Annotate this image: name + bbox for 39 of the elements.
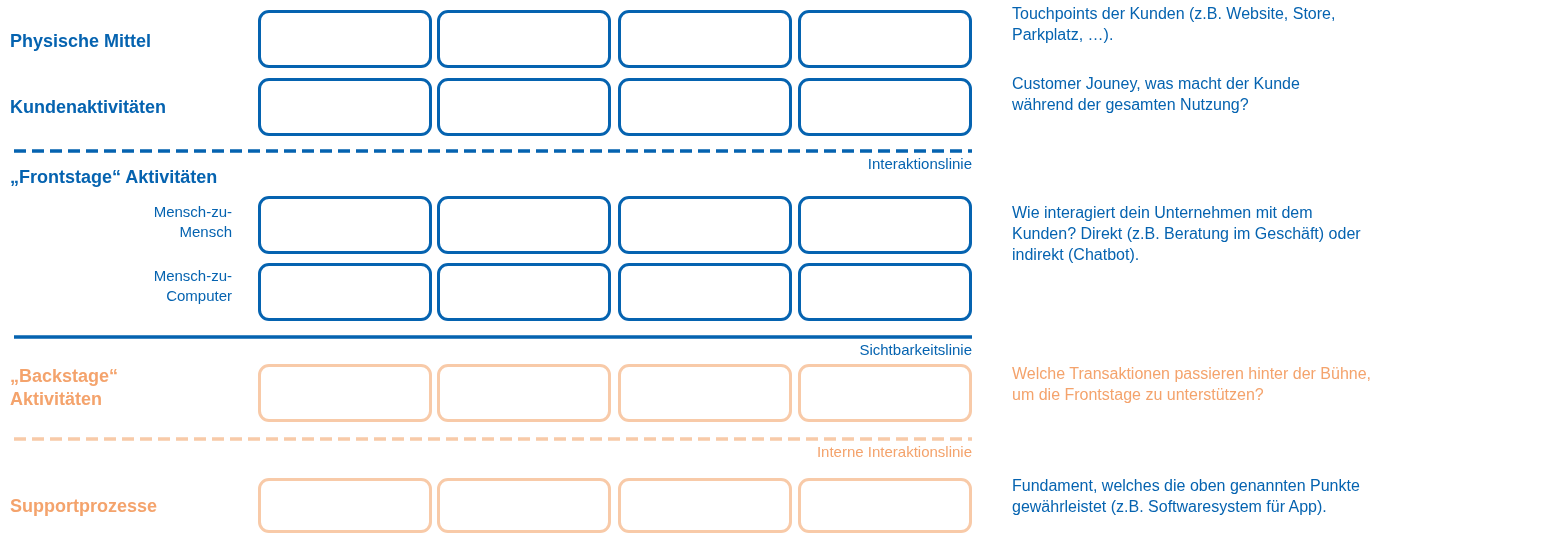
empty-box <box>618 263 792 321</box>
empty-box <box>618 478 792 533</box>
row-label: „Backstage“ Aktivitäten <box>10 365 120 412</box>
description-text: Fundament, welches die oben genannten Punkte gewährleistet (z.B. Softwaresystem für App). <box>1012 476 1361 517</box>
line-label: Interne Interaktionslinie <box>815 442 972 462</box>
empty-box <box>437 263 611 321</box>
description-text: Touchpoints der Kunden (z.B. Website, Store, Parkplatz, …). <box>1012 4 1337 45</box>
row-label: Supportprozesse <box>10 495 159 518</box>
row-label: Physische Mittel <box>10 30 153 53</box>
description-text: Customer Jouney, was macht der Kunde während der gesamten Nutzung? <box>1012 74 1301 115</box>
empty-box <box>618 196 792 254</box>
description-text: Welche Transaktionen passieren hinter der Bühne, um die Frontstage zu unterstützen? <box>1012 364 1372 405</box>
empty-box <box>258 78 432 136</box>
empty-box <box>258 10 432 68</box>
empty-box <box>437 478 611 533</box>
empty-box <box>437 78 611 136</box>
line-label: Sichtbarkeitslinie <box>858 340 972 360</box>
empty-box <box>798 196 972 254</box>
empty-box <box>258 364 432 422</box>
row-label: Mensch-zu- Computer <box>152 266 232 305</box>
line-label: Interaktionslinie <box>866 154 972 174</box>
empty-box <box>258 196 432 254</box>
empty-box <box>258 478 432 533</box>
empty-box <box>798 10 972 68</box>
empty-box <box>437 364 611 422</box>
empty-box <box>437 196 611 254</box>
empty-box <box>798 478 972 533</box>
empty-box <box>258 263 432 321</box>
description-text: Wie interagiert dein Unternehmen mit dem Kunden? Direkt (z.B. Beratung im Geschäft) oder indirekt (Chatbot). <box>1012 203 1362 265</box>
empty-box <box>798 364 972 422</box>
empty-box <box>798 78 972 136</box>
section-heading: „Frontstage“ Aktivitäten <box>10 166 219 189</box>
empty-box <box>437 10 611 68</box>
row-label: Kundenaktivitäten <box>10 96 168 119</box>
empty-box <box>618 78 792 136</box>
empty-box <box>618 364 792 422</box>
empty-box <box>618 10 792 68</box>
empty-box <box>798 263 972 321</box>
row-label: Mensch-zu- Mensch <box>152 202 232 241</box>
